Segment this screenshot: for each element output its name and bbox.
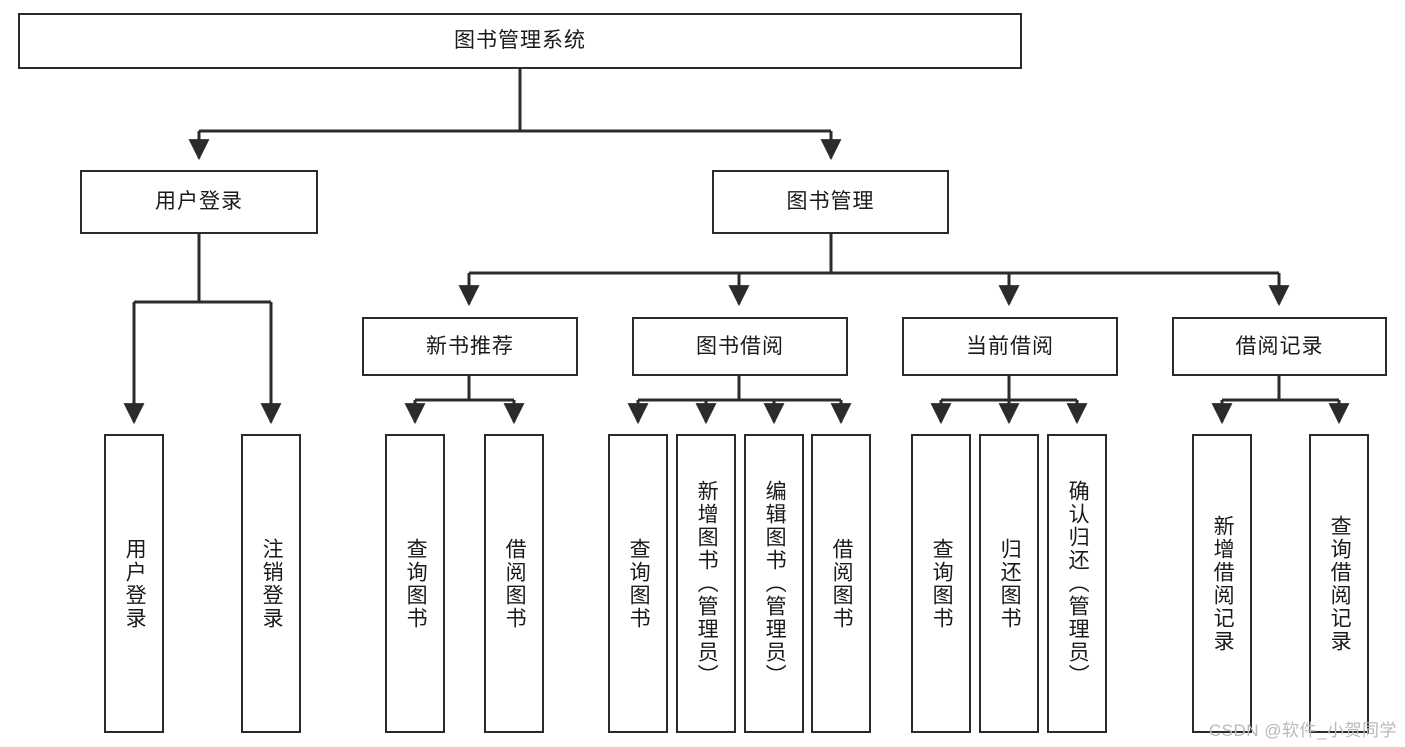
node-root-system[interactable]: 图书管理系统 bbox=[18, 13, 1022, 69]
node-leaf-borrow-book[interactable]: 借阅图书 bbox=[811, 434, 871, 733]
node-label: 查询图书 bbox=[930, 537, 954, 630]
node-label: 用户登录 bbox=[123, 537, 147, 630]
node-label: 借阅图书 bbox=[503, 537, 527, 630]
node-label: 查询图书 bbox=[627, 537, 651, 630]
node-leaf-user-login[interactable]: 用户登录 bbox=[104, 434, 164, 733]
node-label: 图书借阅 bbox=[696, 334, 784, 358]
node-book-borrow[interactable]: 图书借阅 bbox=[632, 317, 848, 376]
node-current-borrow[interactable]: 当前借阅 bbox=[902, 317, 1118, 376]
node-leaf-add-borrow-record[interactable]: 新增借阅记录 bbox=[1192, 434, 1252, 733]
node-leaf-borrow-book-newbook[interactable]: 借阅图书 bbox=[484, 434, 544, 733]
node-leaf-query-book-current[interactable]: 查询图书 bbox=[911, 434, 971, 733]
node-leaf-edit-book-admin[interactable]: 编辑图书（管理员） bbox=[744, 434, 804, 733]
node-label: 图书管理 bbox=[786, 190, 875, 214]
node-label: 新增借阅记录 bbox=[1211, 514, 1235, 653]
node-label: 借阅记录 bbox=[1235, 334, 1324, 358]
node-label: 确认归还（管理员） bbox=[1066, 480, 1090, 687]
node-label: 用户登录 bbox=[155, 190, 243, 214]
node-label: 编辑图书（管理员） bbox=[763, 480, 787, 687]
node-label: 当前借阅 bbox=[966, 334, 1054, 358]
node-label: 注销登录 bbox=[260, 537, 284, 630]
node-new-book-recommend[interactable]: 新书推荐 bbox=[362, 317, 578, 376]
node-leaf-query-borrow-record[interactable]: 查询借阅记录 bbox=[1309, 434, 1369, 733]
node-book-management[interactable]: 图书管理 bbox=[712, 170, 949, 234]
node-label: 归还图书 bbox=[998, 537, 1022, 630]
node-label: 图书管理系统 bbox=[454, 29, 586, 53]
node-label: 查询图书 bbox=[404, 537, 428, 630]
node-user-login[interactable]: 用户登录 bbox=[80, 170, 318, 234]
node-leaf-query-book-borrow[interactable]: 查询图书 bbox=[608, 434, 668, 733]
node-leaf-logout[interactable]: 注销登录 bbox=[241, 434, 301, 733]
node-label: 借阅图书 bbox=[830, 537, 854, 630]
watermark-text: CSDN @软件_小贺同学 bbox=[1208, 721, 1397, 740]
node-label: 新增图书（管理员） bbox=[695, 480, 719, 687]
node-borrow-record[interactable]: 借阅记录 bbox=[1172, 317, 1387, 376]
node-label: 查询借阅记录 bbox=[1328, 514, 1352, 653]
node-leaf-add-book-admin[interactable]: 新增图书（管理员） bbox=[676, 434, 736, 733]
node-leaf-return-book[interactable]: 归还图书 bbox=[979, 434, 1039, 733]
node-leaf-query-book-newbook[interactable]: 查询图书 bbox=[385, 434, 445, 733]
node-leaf-confirm-return-admin[interactable]: 确认归还（管理员） bbox=[1047, 434, 1107, 733]
node-label: 新书推荐 bbox=[426, 334, 514, 358]
